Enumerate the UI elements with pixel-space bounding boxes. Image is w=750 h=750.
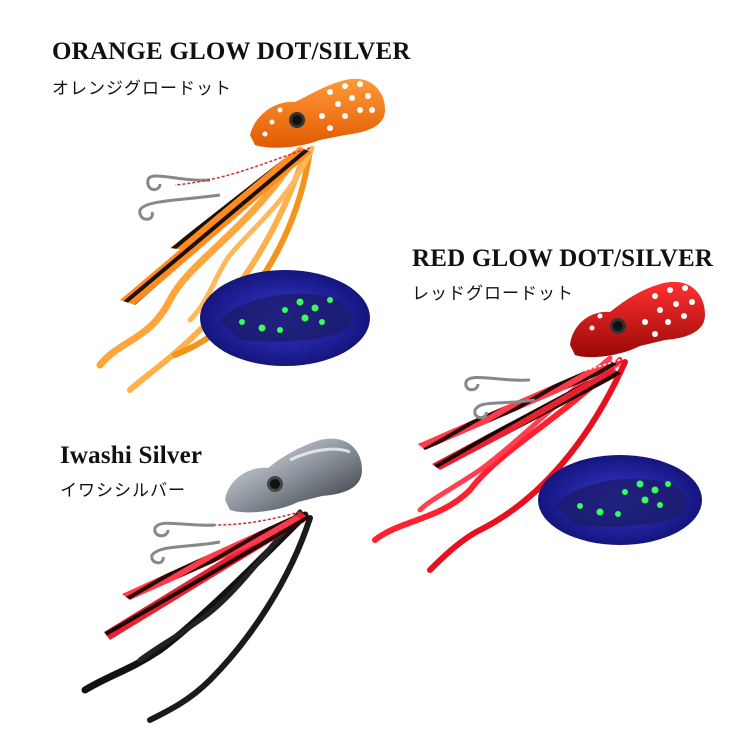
iwashi-silver-lure	[81, 438, 362, 723]
orange-lure	[96, 78, 385, 393]
product-name-orange: ORANGE GLOW DOT/SILVER	[52, 38, 411, 65]
product-name-iwashi: Iwashi Silver	[60, 442, 203, 469]
product-name-orange-ja: オレンジグロードット	[52, 79, 232, 99]
product-name-red-ja: レッドグロードット	[412, 284, 574, 304]
product-name-iwashi-ja: イワシシルバー	[60, 481, 186, 501]
red-lure	[372, 281, 705, 573]
product-name-red: RED GLOW DOT/SILVER	[412, 245, 714, 272]
